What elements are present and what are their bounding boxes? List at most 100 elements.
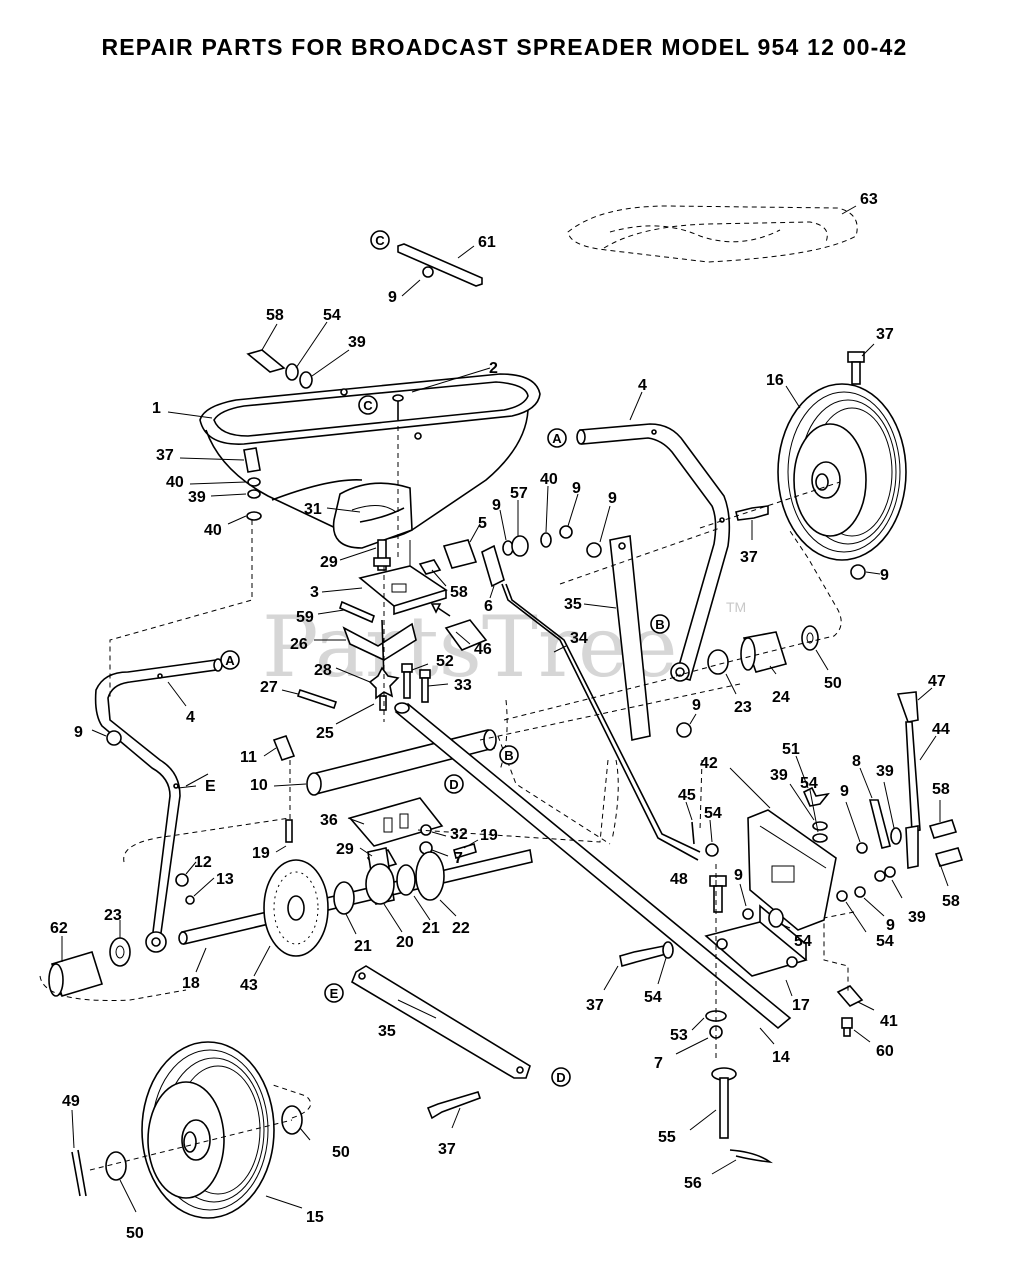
part-label: 39	[770, 767, 788, 784]
bushing-icon	[707, 649, 729, 675]
part-label: 22	[452, 920, 470, 937]
axle-icon	[178, 849, 533, 945]
agitator-disk-icon	[263, 859, 329, 957]
part-label: 54	[876, 933, 894, 950]
pin-icon	[285, 819, 293, 843]
wheel-icon	[777, 383, 907, 561]
part-label: 54	[704, 805, 722, 822]
svg-text:B: B	[655, 617, 664, 632]
callout-e-label: E	[205, 778, 216, 795]
part-label: 10	[250, 777, 268, 794]
part-label: 12	[194, 854, 212, 871]
washer-icon	[801, 625, 819, 651]
plate-icon	[348, 797, 444, 847]
part-label: 54	[644, 989, 662, 1006]
part-label: 57	[510, 485, 528, 502]
part-label: 58	[942, 893, 960, 910]
part-label: 21	[354, 938, 372, 955]
bolt-icon	[709, 875, 727, 887]
part-label: 25	[316, 725, 334, 742]
svg-text:A: A	[552, 431, 562, 446]
part-label: 40	[166, 474, 184, 491]
part-label: 8	[852, 753, 861, 770]
part-label: 39	[188, 489, 206, 506]
part-label: 44	[932, 721, 950, 738]
part-label: 40	[540, 471, 558, 488]
part-label: 40	[204, 522, 222, 539]
part-label: 60	[876, 1043, 894, 1060]
part-label: 19	[480, 827, 498, 844]
part-label: 23	[104, 907, 122, 924]
pad-icon	[444, 619, 488, 651]
washer-icon	[890, 827, 902, 845]
part-label: 4	[638, 377, 647, 394]
callout-d-mid: D	[444, 774, 464, 794]
bolt-icon	[847, 351, 865, 363]
part-label: 9	[74, 724, 83, 741]
nut-icon	[850, 564, 866, 580]
part-label: 9	[734, 867, 743, 884]
svg-text:E: E	[330, 986, 339, 1001]
gate-plate-icon	[358, 540, 448, 616]
svg-text:A: A	[225, 653, 235, 668]
part-label: 29	[336, 841, 354, 858]
link-icon	[868, 799, 891, 849]
part-label: 61	[478, 234, 496, 251]
part-label: 24	[772, 689, 790, 706]
washer-icon	[185, 895, 195, 905]
part-label: 33	[454, 677, 472, 694]
pin-icon	[339, 600, 375, 624]
washer-icon	[299, 371, 313, 389]
handle-lever-icon	[896, 691, 921, 869]
svg-text:D: D	[556, 1070, 565, 1085]
part-labels: 63 61 9 58 54 39 2 1 37 40 39 40 31 29 3…	[50, 191, 960, 1242]
shaft-icon	[373, 539, 391, 571]
part-label: 26	[290, 636, 308, 653]
part-label: 49	[62, 1093, 80, 1110]
callout-d-lower: D	[551, 1067, 571, 1087]
part-label: 20	[396, 934, 414, 951]
part-label: 5	[478, 515, 487, 532]
part-label: 59	[296, 609, 314, 626]
part-label: 29	[320, 554, 338, 571]
callout-a-right: A	[547, 428, 567, 448]
part-label: 53	[670, 1027, 688, 1044]
part-label: 58	[450, 584, 468, 601]
part-label: 36	[320, 812, 338, 829]
bolt-icon	[934, 847, 964, 867]
part-label: 55	[658, 1129, 676, 1146]
handle-tube-icon	[394, 702, 792, 1030]
part-label: 32	[450, 826, 468, 843]
part-label: 63	[860, 191, 878, 208]
part-label: 51	[782, 741, 800, 758]
part-label: 43	[240, 977, 258, 994]
washer-icon	[662, 941, 674, 959]
leader-lines	[61, 205, 949, 1213]
plate-icon	[747, 809, 837, 931]
part-label: 34	[570, 630, 588, 647]
part-label: 39	[908, 909, 926, 926]
part-label: 15	[306, 1209, 324, 1226]
part-label: 58	[932, 781, 950, 798]
nut-icon	[586, 542, 602, 558]
hairpin-icon	[729, 1149, 773, 1164]
callout-e-lower: E	[324, 983, 344, 1003]
lever-icon	[481, 544, 505, 588]
bolt-icon	[243, 447, 261, 473]
part-label: 4	[186, 709, 195, 726]
part-label: 46	[474, 641, 492, 658]
bolt-icon	[619, 945, 667, 968]
part-label: 50	[824, 675, 842, 692]
part-label: 9	[692, 697, 701, 714]
callout-a-left: A	[220, 650, 240, 670]
part-label: 37	[876, 326, 894, 343]
part-label: 21	[422, 920, 440, 937]
washer-icon	[105, 1151, 127, 1181]
part-label: 54	[794, 933, 812, 950]
part-label: 7	[654, 1055, 663, 1072]
handle-tube-icon	[94, 658, 223, 953]
pin-icon	[296, 688, 338, 710]
part-label: 14	[772, 1049, 790, 1066]
part-label: 50	[332, 1144, 350, 1161]
